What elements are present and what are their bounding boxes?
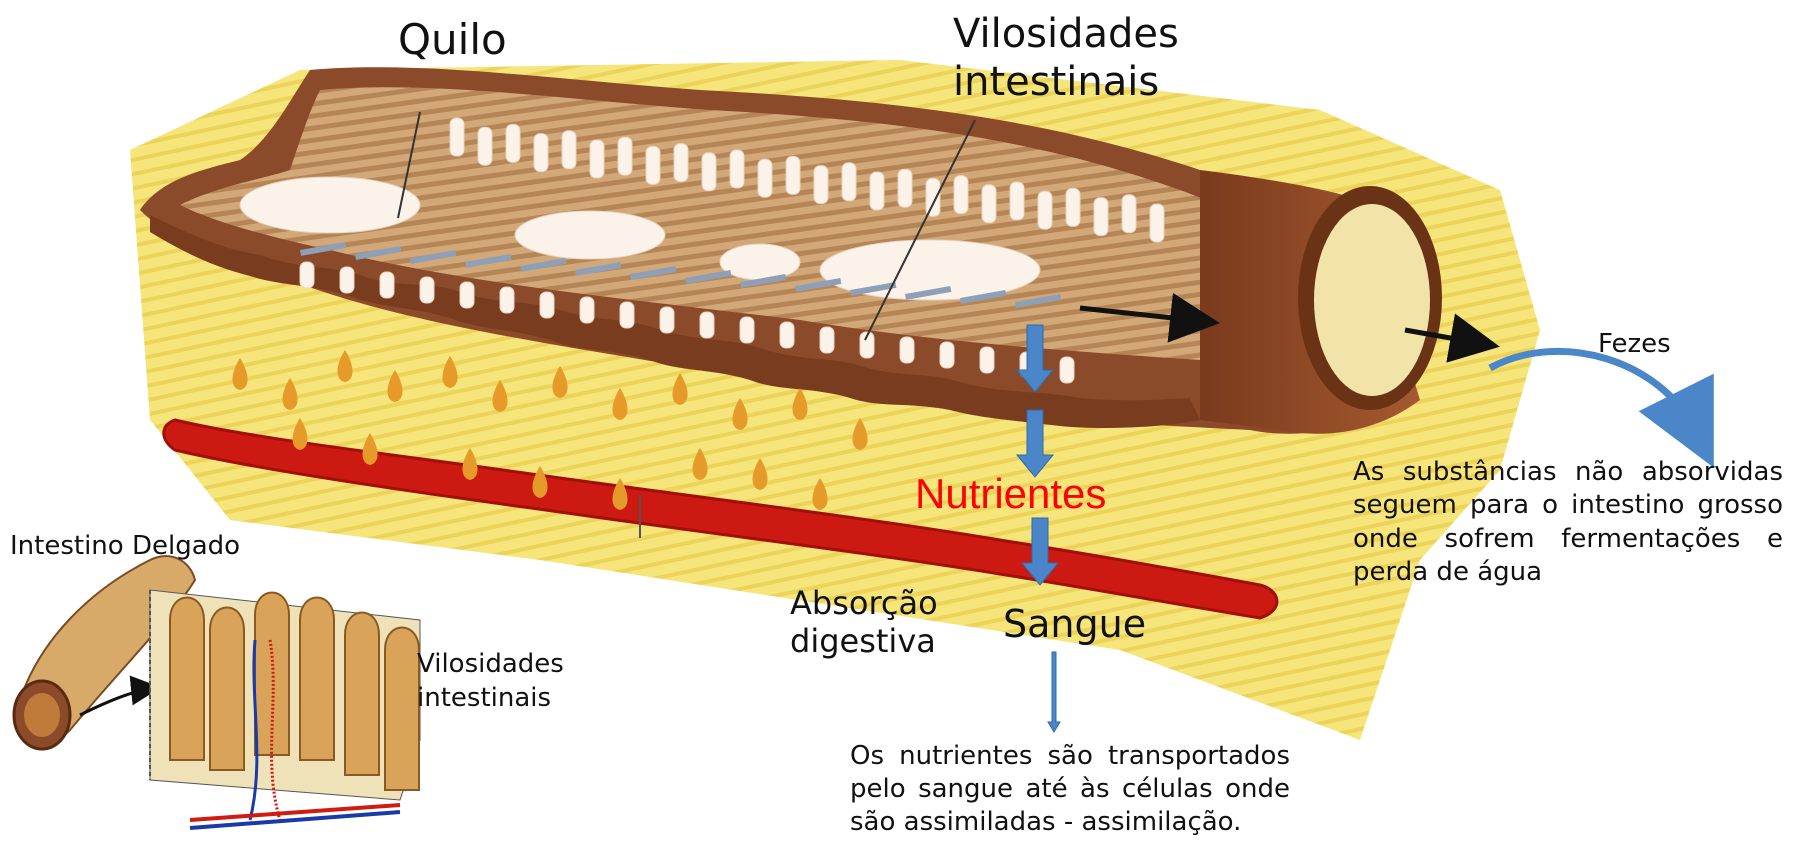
villus-stub bbox=[580, 297, 594, 323]
villus bbox=[515, 211, 665, 259]
villus-stub bbox=[1060, 357, 1074, 383]
label-nutrientes: Nutrientes bbox=[915, 470, 1106, 518]
villus-stub bbox=[618, 137, 632, 175]
villus-stub bbox=[478, 127, 492, 165]
villus-stub bbox=[1150, 204, 1164, 242]
label-vilosidades-top: Vilosidades intestinais bbox=[953, 10, 1179, 106]
villus-stub bbox=[590, 140, 604, 178]
villus-stub bbox=[842, 163, 856, 201]
villus-stub bbox=[730, 150, 744, 188]
villus-stub bbox=[534, 134, 548, 172]
villus-stub bbox=[786, 156, 800, 194]
villus-stub bbox=[450, 118, 464, 156]
villus-stub bbox=[620, 302, 634, 328]
villus-stub bbox=[980, 347, 994, 373]
villus-stub bbox=[814, 166, 828, 204]
inset-small-intestine bbox=[14, 556, 420, 828]
villus-stub bbox=[380, 272, 394, 298]
note-substancias: As substâncias não absorvidas seguem par… bbox=[1353, 456, 1783, 589]
inset-villus bbox=[300, 598, 334, 761]
label-fezes: Fezes bbox=[1598, 330, 1671, 360]
villus-stub bbox=[420, 277, 434, 303]
villus-stub bbox=[1122, 195, 1136, 233]
villus-stub bbox=[982, 185, 996, 223]
villus-stub bbox=[460, 282, 474, 308]
villus-stub bbox=[660, 307, 674, 333]
down-arrow-4 bbox=[1048, 652, 1060, 732]
inset-villus bbox=[345, 613, 379, 776]
villus-stub bbox=[506, 124, 520, 162]
tube-lumen bbox=[1314, 204, 1430, 396]
villus-stub bbox=[954, 176, 968, 214]
villus-stub bbox=[940, 342, 954, 368]
villus-stub bbox=[898, 169, 912, 207]
villus-stub bbox=[562, 131, 576, 169]
label-quilo: Quilo bbox=[398, 16, 507, 64]
inset-villus bbox=[385, 628, 419, 791]
villus bbox=[240, 177, 420, 233]
villus-stub bbox=[758, 159, 772, 197]
villus-stub bbox=[1066, 188, 1080, 226]
villus-stub bbox=[700, 312, 714, 338]
inset-tube-lumen bbox=[24, 693, 60, 737]
villus-stub bbox=[870, 172, 884, 210]
label-sangue: Sangue bbox=[1003, 603, 1146, 647]
villus-stub bbox=[900, 337, 914, 363]
inset-villus bbox=[170, 598, 204, 761]
label-intestino-delgado: Intestino Delgado bbox=[10, 532, 240, 562]
villus-stub bbox=[1038, 191, 1052, 229]
villus-stub bbox=[702, 153, 716, 191]
inset-villus bbox=[210, 608, 244, 771]
villus-stub bbox=[300, 262, 314, 288]
villus-stub bbox=[926, 178, 940, 216]
villus-stub bbox=[646, 146, 660, 184]
villus-stub bbox=[820, 327, 834, 353]
villus-stub bbox=[540, 292, 554, 318]
label-absorcao: Absorção digestiva bbox=[790, 584, 938, 661]
villus-stub bbox=[1010, 182, 1024, 220]
villus-stub bbox=[500, 287, 514, 313]
villus-stub bbox=[780, 322, 794, 348]
villus-stub bbox=[340, 267, 354, 293]
label-vilosidades-inset: Vilosidades intestinais bbox=[417, 648, 564, 716]
villus-stub bbox=[740, 317, 754, 343]
villus-stub bbox=[674, 144, 688, 182]
note-transporte: Os nutrientes são transportados pelo san… bbox=[850, 740, 1290, 838]
villus bbox=[720, 244, 800, 280]
villus-stub bbox=[1094, 198, 1108, 236]
